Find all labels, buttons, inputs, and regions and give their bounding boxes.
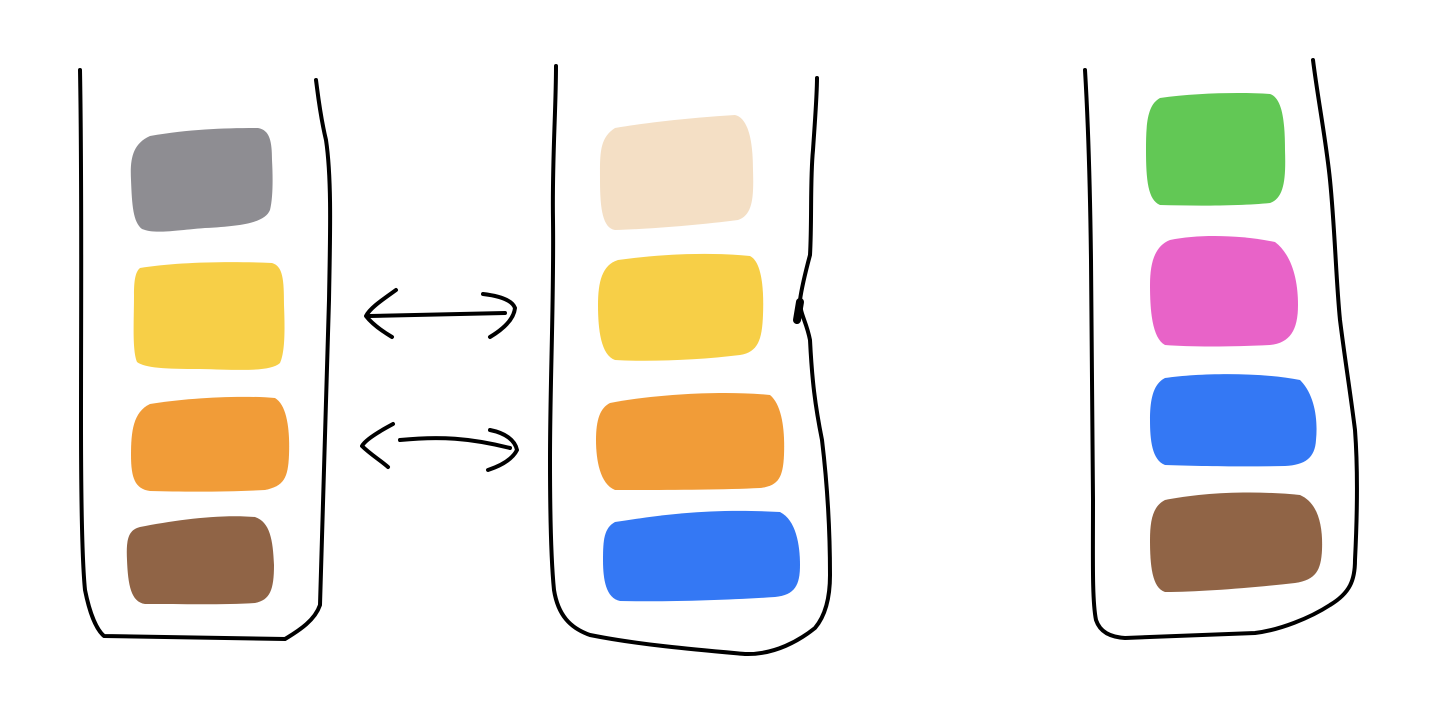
column-left [78,68,333,641]
double-arrow-bottom-right-head [486,428,519,472]
swatch-brown [126,516,274,605]
double-arrow-top-left-head [364,288,398,339]
column-middle-notch [793,298,804,324]
swatch-brown [1150,492,1323,592]
column-left-outline [78,68,333,641]
swatch-blue [1150,374,1317,467]
double-arrow-top-shaft [368,311,507,318]
double-arrow-bottom [360,422,519,472]
swatch-blue [603,510,800,602]
swatch-yellow [133,262,285,370]
swatch-pink [1150,236,1298,347]
double-arrow-top-right-head [481,292,517,339]
swatch-yellow [598,253,764,361]
swatch-orange [596,392,785,490]
double-arrow-bottom-left-head [360,422,395,469]
column-middle-outline [548,64,832,657]
column-middle [548,64,832,657]
column-right [1083,58,1359,640]
double-arrow-bottom-shaft [398,436,512,450]
swatch-orange [131,396,290,492]
swatch-green [1146,93,1286,206]
swatch-beige [599,115,754,230]
column-right-outline [1083,58,1359,640]
swatch-gray [130,128,273,232]
double-arrow-top [364,288,517,339]
